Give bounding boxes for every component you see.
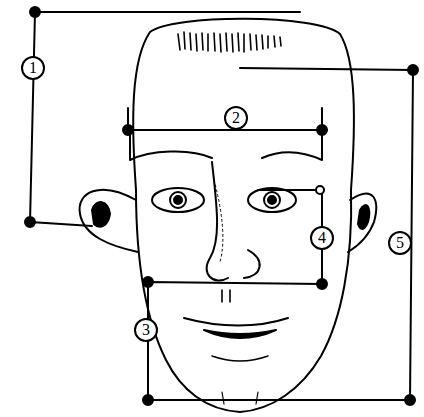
callout-number: 2 [224,106,248,130]
callout-number: 1 [21,56,45,80]
callout-number: 3 [134,318,158,342]
callout-number: 4 [310,226,334,250]
callout-number: 5 [388,231,412,255]
